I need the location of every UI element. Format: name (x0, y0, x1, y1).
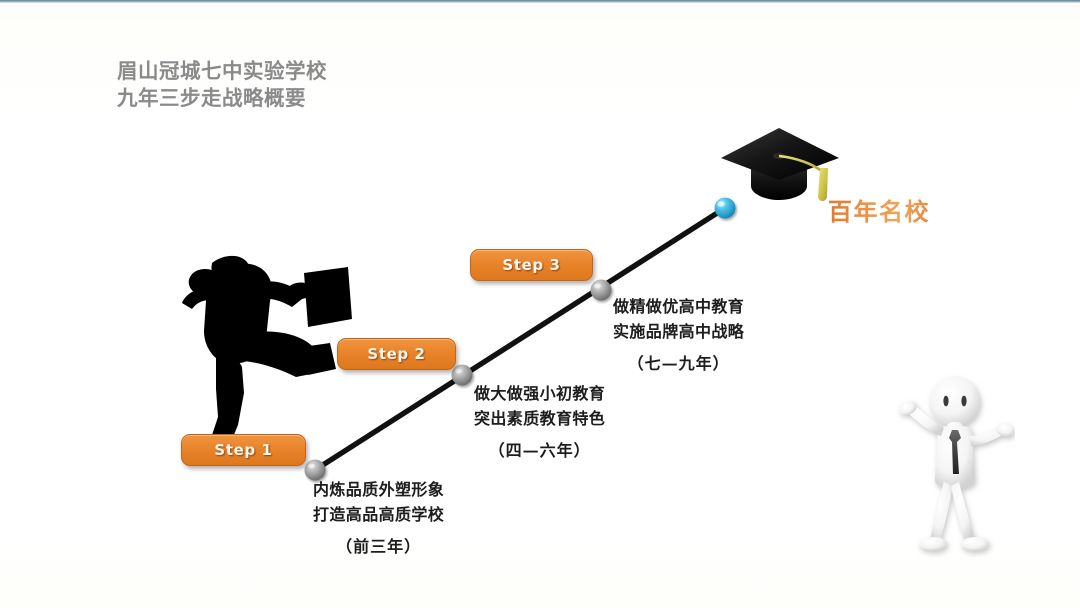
step-3-pill[interactable]: Step 3 (470, 249, 593, 281)
step-3-description: 做精做优高中教育 实施品牌高中战略 （七—九年） (613, 295, 744, 376)
step-1-desc-line-2: 打造高品高质学校 (313, 504, 445, 524)
step-2-pill[interactable]: Step 2 (337, 338, 456, 370)
node-step-3 (590, 279, 612, 301)
step-1-pill[interactable]: Step 1 (181, 434, 306, 466)
step-2-description: 做大做强小初教育 突出素质教育特色 （四—六年） (474, 382, 605, 463)
title-line-1: 眉山冠城七中实验学校 (117, 59, 327, 83)
step-2-desc-line-1: 做大做强小初教育 (474, 384, 606, 403)
step-2-pill-label: Step 2 (367, 345, 426, 363)
white-3d-person-figure-icon (899, 377, 1014, 551)
businessman-climbing-silhouette-icon (182, 255, 352, 457)
page-title: 眉山冠城七中实验学校 九年三步走战略概要 (117, 58, 327, 111)
graduation-cap-icon (721, 128, 839, 202)
step-1-pill-label: Step 1 (214, 441, 273, 459)
step-1-description: 内炼品质外塑形象 打造高品高质学校 （前三年） (313, 478, 444, 559)
step-3-desc-line-1: 做精做优高中教育 (613, 297, 745, 316)
step-2-period: （四—六年） (488, 440, 591, 460)
node-step-2 (451, 364, 473, 386)
step-3-period: （七—九年） (627, 353, 730, 373)
goal-label: 百年名校 (828, 192, 930, 227)
step-3-desc-line-2: 实施品牌高中战略 (613, 321, 745, 341)
step-2-desc-line-2: 突出素质教育特色 (474, 408, 606, 428)
step-1-period: （前三年） (336, 536, 422, 556)
top-edge-strip (0, 0, 1080, 3)
step-1-desc-line-1: 内炼品质外塑形象 (313, 480, 445, 499)
title-line-2: 九年三步走战略概要 (117, 85, 306, 110)
step-3-pill-label: Step 3 (502, 256, 561, 274)
